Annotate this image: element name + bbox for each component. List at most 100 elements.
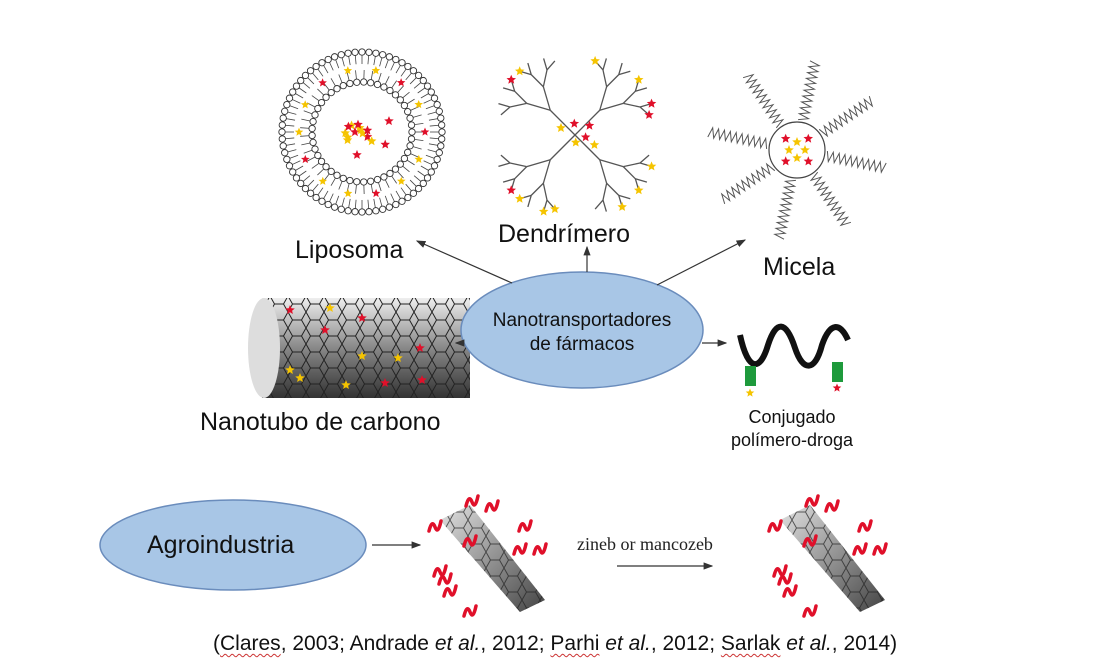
drug-star-icon [571, 137, 581, 147]
drug-star-icon [800, 145, 810, 154]
drug-star-icon [353, 119, 363, 129]
connector-arrows [372, 239, 747, 570]
conjugate-label-line1: Conjugado [748, 407, 836, 427]
drug-star-icon [295, 373, 305, 382]
drug-star-icon [350, 127, 360, 137]
drug-star-icon [590, 55, 600, 65]
polymer-drug-conjugate-illustration [737, 323, 851, 397]
drug-star-icon [397, 176, 406, 185]
drug-star-icon [393, 353, 403, 362]
drug-star-icon [294, 127, 304, 136]
drug-star-icon [301, 154, 310, 164]
citation-part: , 2012; [480, 632, 551, 655]
drug-star-icon [380, 139, 390, 149]
dendrimer-illustration [498, 58, 652, 212]
drug-star-icon [550, 204, 560, 214]
liposome-illustration [278, 48, 446, 216]
drug-star-icon [341, 380, 351, 389]
dendrimer-label: Dendrímero [498, 220, 630, 248]
drug-star-icon [803, 133, 813, 143]
drug-star-icon [342, 135, 353, 145]
drug-star-icon [506, 185, 516, 195]
drug-star-icon [580, 132, 591, 142]
citation-part: , 2012; [650, 632, 721, 655]
drug-star-icon [285, 305, 295, 314]
drug-star-icon [780, 133, 791, 143]
drug-star-icon [384, 116, 394, 126]
drug-star-icon [318, 78, 327, 87]
drug-star-icon [745, 388, 755, 397]
drug-star-icon [634, 74, 644, 84]
drug-star-icon [644, 109, 654, 119]
agroindustry-node [99, 499, 367, 591]
drug-star-icon [371, 188, 381, 198]
drug-star-icon [784, 145, 794, 155]
drug-star-icon [420, 127, 430, 136]
citation-open: ( [213, 632, 220, 655]
liposome-label: Liposoma [295, 236, 404, 264]
citation-etal: et al. [434, 632, 481, 655]
drug-star-icon [414, 100, 423, 109]
drug-star-icon [780, 156, 791, 166]
drug-star-icon [792, 137, 802, 146]
drug-star-icon [415, 343, 425, 352]
drug-star-icon [584, 120, 595, 130]
drug-star-icon [803, 156, 814, 166]
drug-star-icon [320, 325, 330, 334]
drug-star-icon [515, 193, 525, 203]
drug-star-icon [417, 375, 427, 384]
drug-star-icon [646, 98, 657, 108]
citation-author-4: Sarlak [720, 632, 781, 655]
drug-star-icon [371, 66, 381, 75]
drug-star-icon [352, 149, 362, 159]
drug-star-icon [357, 351, 367, 360]
drug-star-icon [300, 100, 310, 109]
drug-star-icon [396, 78, 406, 87]
hub-label: Nanotransportadores de fármacos [470, 309, 694, 357]
reaction-label: zineb or mancozeb [577, 534, 713, 554]
citation-author-3: Parhi [550, 632, 600, 655]
drug-star-icon [362, 131, 373, 141]
drug-star-icon [325, 303, 335, 312]
carbon-nanotube-illustration [248, 298, 470, 398]
drug-star-icon [362, 125, 373, 135]
functionalized-nanotube-after [767, 494, 888, 618]
drug-star-icon [589, 139, 600, 149]
drug-nanocarriers-node [460, 271, 704, 389]
drug-star-icon [380, 378, 390, 387]
functionalized-nanotube-before [427, 494, 548, 618]
hub-label-line1: Nanotransportadores [492, 310, 672, 331]
drug-star-icon [414, 154, 423, 163]
conjugate-label: Conjugado polímero-droga [712, 406, 872, 452]
drug-star-icon [556, 122, 566, 132]
drug-star-icon [617, 201, 627, 211]
drug-star-icon [340, 128, 350, 138]
drug-star-icon [792, 153, 802, 162]
drug-star-icon [634, 185, 644, 195]
drug-star-icon [343, 66, 353, 75]
micelle-illustration [707, 60, 887, 240]
nanotube-label: Nanotubo de carbono [200, 408, 441, 436]
drug-star-icon [515, 66, 525, 76]
drug-star-icon [646, 161, 657, 171]
drug-star-icon [357, 313, 367, 322]
conjugate-label-line2: polímero-droga [730, 430, 854, 450]
drug-star-icon [538, 206, 549, 216]
hub-label-line2: de fármacos [529, 334, 635, 355]
agroindustry-label: Agroindustria [147, 531, 295, 559]
drug-star-icon [357, 128, 368, 138]
drug-star-icon [832, 383, 842, 392]
drug-star-icon [366, 136, 377, 146]
drug-star-icon [343, 188, 353, 198]
drug-star-icon [343, 121, 354, 131]
drug-star-icon [506, 74, 516, 84]
micelle-label: Micela [763, 253, 836, 281]
citation: (Clares, 2003; Andrade et al., 2012; Par… [213, 632, 897, 656]
drug-star-icon [285, 365, 295, 374]
citation-part: , 2003; Andrade [280, 632, 435, 655]
citation-part: , 2014) [831, 632, 898, 655]
citation-etal: et al. [786, 632, 832, 655]
citation-author-1: Clares [220, 632, 281, 655]
drug-star-icon [318, 176, 328, 185]
